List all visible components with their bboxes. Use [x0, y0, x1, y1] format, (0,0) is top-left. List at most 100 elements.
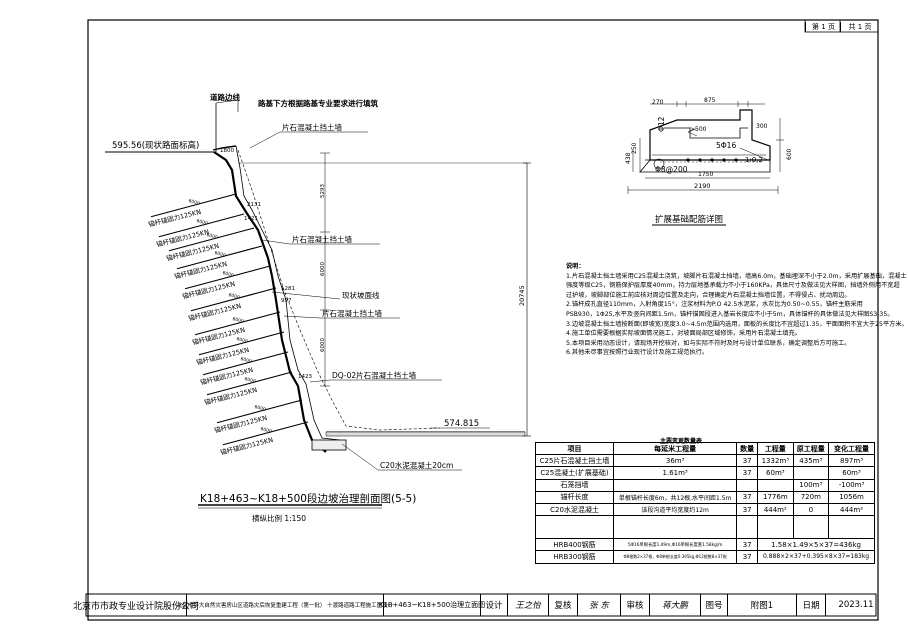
- reviewer-signature: 蒋大鹏: [649, 594, 700, 616]
- table-header-row: 项目 每延米工程量 数量 工程量 原工程量 变化工程量: [534, 441, 875, 456]
- dim-20745: 20745: [518, 285, 526, 306]
- c20-label: C20水泥混凝土20cm: [380, 460, 453, 470]
- note-line: 过护坡，坡脚部位施工前应核对周边位置及走向，合理确定片石混凝土挡墙位置，不得侵占…: [566, 291, 851, 299]
- anchor-length-label: 6000: [232, 316, 245, 325]
- detail-dim-438: 438: [625, 152, 632, 164]
- sheet-number: 第 1 页: [805, 22, 841, 32]
- dim-6000-b: 6000: [320, 338, 326, 352]
- table-cell: 444m²: [828, 502, 875, 517]
- detail-arrow-500: >500: [690, 126, 707, 133]
- note-line: PSB930，1Φ25,水平及竖向间距1.5m，锚杆锚固段进入基岩长度应不小于5…: [566, 310, 894, 318]
- bottom-elevation: 574.815: [444, 419, 479, 429]
- table-cell: 0.888×2×37+0.395×8×37=183kg: [757, 550, 875, 564]
- table-row: C25混凝土(扩展基础) 1.61m³ 37 60m³ 60m³: [534, 466, 875, 480]
- anchor-length-label: 6000: [228, 292, 241, 301]
- title-block: 北京市市政专业设计院股份公司 北京市特大自然灾害房山区道路灾后恢复重建工程（第一…: [73, 594, 886, 616]
- detail-dim-875: 875: [704, 97, 716, 104]
- anchor-bar: [194, 311, 281, 336]
- anchor-bars: 6000锚杆锚固力125KN6000锚杆锚固力125KN6000锚杆锚固力125…: [147, 193, 309, 457]
- note-line: 1.片石混凝土挡土墙采用C25混凝土浇筑，坡脚片石混凝土挡墙，墙高6.0m，基础…: [566, 272, 907, 280]
- drawing-border: [87, 19, 879, 621]
- section-scale: 横纵比例 1:150: [252, 513, 306, 523]
- notes-head: 说明：: [566, 263, 585, 270]
- wall-label-3: 片石混凝土挡土墙: [322, 308, 382, 318]
- anchor-bar: [198, 331, 285, 356]
- table-row: HRB300钢筋 Φ8根数2×37根，Φ8单根长度0.395kg,Φ12根数8×…: [534, 550, 875, 564]
- table-cell: 60m³: [828, 466, 875, 480]
- wall-label-2: 片石混凝土挡土墙: [292, 234, 352, 244]
- table-cell: 1.58×1.49×5×37=436kg: [757, 538, 875, 552]
- note-line: 5.本项目采用动态设计，请现场开挖核对，如与实际不符时及时与设计单位联系，确定调…: [566, 339, 851, 347]
- date-label: 日期: [796, 594, 825, 616]
- foundation-detail: [627, 101, 784, 226]
- dim-2131: 2131: [247, 202, 261, 208]
- table-header-cell: 变化工程量: [828, 441, 875, 456]
- quantity-table: 项目 每延米工程量 数量 工程量 原工程量 变化工程量 C25片石混凝土挡土墙 …: [534, 441, 875, 564]
- anchor-length-label: 6000: [196, 218, 209, 227]
- table-cell: 100m³: [792, 478, 830, 492]
- table-cell: Φ8根数2×37根，Φ8单根长度0.395kg,Φ12根数8×37根: [613, 550, 738, 564]
- detail-ratio: 1:0.2: [745, 156, 763, 164]
- wall-label-1: 片石混凝土挡土墙: [282, 122, 342, 132]
- anchor-bar: [158, 213, 245, 238]
- dim-1281: 1281: [281, 286, 295, 292]
- drawing-no: 附图1: [727, 594, 796, 616]
- table-cell: 37: [736, 454, 759, 468]
- table-cell: 36m³: [613, 454, 738, 468]
- note-line: 强度等级C25，钢筋保护层厚度40mm，持力层地基承载力不小于160KPa，具体…: [566, 282, 900, 290]
- table-cell: -100m³: [828, 478, 875, 492]
- quantity-table-title: 主要变更数量表: [660, 438, 703, 445]
- subgrade-note: 路基下方根据路基专业要求进行填筑: [258, 98, 378, 108]
- table-cell: C20水泥混凝土: [534, 502, 615, 517]
- check-label: 复核: [548, 594, 577, 616]
- anchor-bar: [150, 193, 237, 218]
- anchor-length-label: 6000: [214, 250, 227, 259]
- table-cell: 0: [792, 502, 830, 517]
- anchor-bar: [222, 421, 309, 446]
- anchor-length-label: 6000: [206, 232, 219, 241]
- table-header-cell: 数量: [736, 441, 759, 456]
- anchor-length-label: 6000: [222, 270, 235, 279]
- project-name: 北京市特大自然灾害房山区道路灾后恢复重建工程（第一批） 十渡路道路工程施工图设计: [177, 594, 393, 616]
- table-cell: [613, 478, 738, 492]
- anchor-length-label: 6000: [244, 376, 257, 385]
- anchor-bar: [216, 399, 303, 424]
- dim-997: 997: [281, 298, 292, 304]
- anchor-length-label: 6000: [240, 356, 253, 365]
- table-cell: 444m²: [757, 502, 794, 517]
- road-line-label: 道路边线: [210, 92, 240, 102]
- table-cell: 5Φ16单根长度1.49m,Φ16单根长度重1.58kg/m: [613, 538, 738, 552]
- detail-rebar-phi8: Φ8@200: [655, 165, 688, 174]
- sheet-total: 共 1 页: [840, 22, 879, 32]
- table-row: HRB400钢筋 5Φ16单根长度1.49m,Φ16单根长度重1.58kg/m …: [534, 538, 875, 552]
- table-header-cell: 工程量: [757, 441, 794, 456]
- table-cell: HRB300钢筋: [534, 550, 615, 564]
- cross-section: 6000锚杆锚固力125KN6000锚杆锚固力125KN6000锚杆锚固力125…: [105, 99, 531, 509]
- table-cell: 锚杆长度: [534, 490, 615, 504]
- table-cell: C25片石混凝土挡土墙: [534, 454, 615, 468]
- table-cell: [757, 478, 794, 492]
- table-cell: 1776m: [757, 490, 794, 504]
- anchor-bar: [190, 287, 277, 312]
- drawing-no-label: 图号: [700, 594, 727, 616]
- slope-line-label: 现状坡面线: [342, 290, 380, 300]
- note-line: 4.施工单位需要根据实际坡面情况施工，对坡面局部区域修饰，采用片石混凝土填充。: [566, 330, 801, 338]
- detail-dim-2190: 2190: [694, 182, 711, 190]
- design-label: 设计: [480, 594, 507, 616]
- anchor-bar: [168, 227, 255, 252]
- table-row: 锚杆长度 单根锚杆长度6m，共12根,水平间距1.5m 37 1776m 720…: [534, 490, 875, 504]
- detail-rebar-5phi16: 5Φ16: [716, 141, 736, 150]
- table-cell: 单根锚杆长度6m，共12根,水平间距1.5m: [613, 490, 738, 504]
- table-row: C25片石混凝土挡土墙 36m³ 37 1332m³ 435m³ 897m³: [534, 454, 875, 468]
- dim-6000-a: 6000: [320, 262, 326, 276]
- note-line: 3.边坡混凝土挡土墙按断面(即坡宽)宽度3.0~4.5m范围内选用，面板的长度比…: [566, 320, 908, 328]
- anchor-length-label: 6000: [254, 404, 267, 413]
- table-cell: 石笼挡墙: [534, 478, 615, 492]
- table-cell: 897m³: [828, 454, 875, 468]
- table-cell: 该段沟道平均宽度约12m: [613, 502, 738, 517]
- table-cell: [828, 515, 875, 540]
- anchor-bar: [206, 371, 293, 396]
- table-cell: HRB400钢筋: [534, 538, 615, 552]
- table-cell: [792, 466, 830, 480]
- table-row: C20水泥混凝土 该段沟道平均宽度约12m 37 444m² 0 444m²: [534, 502, 875, 517]
